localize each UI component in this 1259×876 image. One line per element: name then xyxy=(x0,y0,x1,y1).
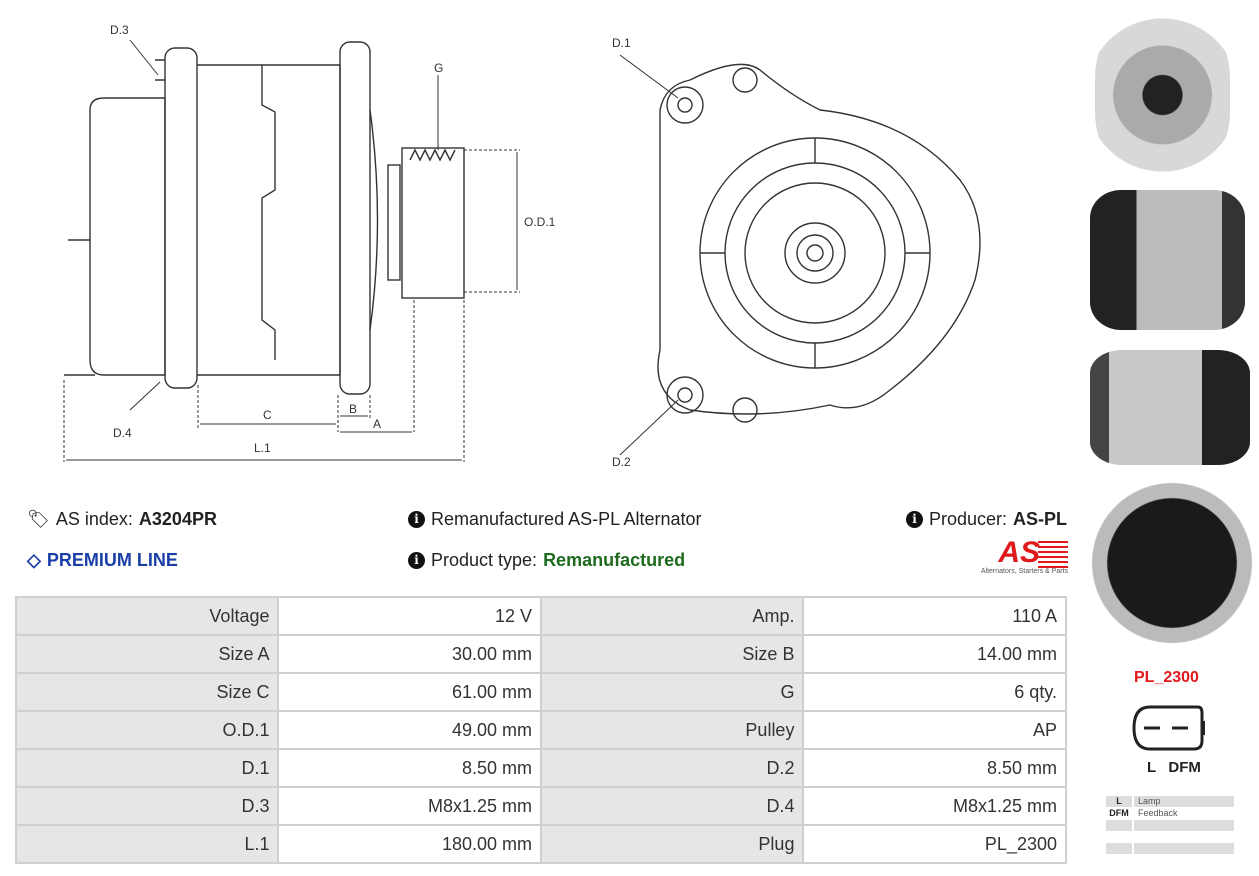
label-c: C xyxy=(263,408,272,422)
product-type: i Product type: Remanufactured xyxy=(408,550,685,571)
info-icon: i xyxy=(408,552,425,569)
front-view-drawing: D.1 D.2 xyxy=(612,36,981,469)
product-title: i Remanufactured AS-PL Alternator xyxy=(408,509,701,530)
pin-desc: Feedback xyxy=(1138,808,1178,818)
legend-row xyxy=(1106,820,1234,831)
pin-desc: Lamp xyxy=(1134,796,1234,807)
product-type-value: Remanufactured xyxy=(543,550,686,570)
spec-value: 49.00 mm xyxy=(279,712,540,748)
spec-label: Plug xyxy=(542,826,803,862)
label-d4: D.4 xyxy=(113,426,132,440)
spec-value: 8.50 mm xyxy=(804,750,1065,786)
label-l1: L.1 xyxy=(254,441,271,455)
spec-label: D.1 xyxy=(17,750,278,786)
info-icon: i xyxy=(408,511,425,528)
spec-value: M8x1.25 mm xyxy=(279,788,540,824)
legend-row: DFM Feedback xyxy=(1106,808,1234,819)
label-d2: D.2 xyxy=(612,455,631,469)
spec-label: Pulley xyxy=(542,712,803,748)
premium-label: PREMIUM LINE xyxy=(46,550,178,570)
legend-row xyxy=(1106,843,1234,854)
product-photo-side-2[interactable] xyxy=(1090,350,1250,465)
label-b: B xyxy=(349,402,357,416)
spec-label: L.1 xyxy=(17,826,278,862)
pin-code: DFM xyxy=(1109,808,1129,818)
spec-label: D.2 xyxy=(542,750,803,786)
producer: i Producer: AS-PL xyxy=(906,509,1067,530)
diamond-icon: ◇ xyxy=(27,550,41,570)
spec-label: D.3 xyxy=(17,788,278,824)
plug-pins: L DFM xyxy=(1147,759,1201,776)
spec-value: PL_2300 xyxy=(804,826,1065,862)
spec-value: AP xyxy=(804,712,1065,748)
spec-label: Size B xyxy=(542,636,803,672)
label-a: A xyxy=(373,417,381,431)
label-od1: O.D.1 xyxy=(524,215,556,229)
as-index-label: AS index: xyxy=(55,509,133,529)
spec-value: 6 qty. xyxy=(804,674,1065,710)
spec-label: Amp. xyxy=(542,598,803,634)
logo-tagline: Alternators, Starters & Parts xyxy=(980,568,1068,575)
producer-value: AS-PL xyxy=(1013,509,1068,529)
product-photo-side[interactable] xyxy=(1090,190,1245,330)
logo-text: AS xyxy=(966,538,1068,568)
as-index: 🏷 AS index: A3204PR xyxy=(27,509,217,530)
product-photo-rear[interactable] xyxy=(1092,478,1252,648)
label-d1: D.1 xyxy=(612,36,631,50)
spec-value: 30.00 mm xyxy=(279,636,540,672)
info-icon: i xyxy=(906,511,923,528)
premium-line: ◇ PREMIUM LINE xyxy=(27,550,178,571)
product-photo-front[interactable] xyxy=(1095,10,1230,180)
spec-label: O.D.1 xyxy=(17,712,278,748)
as-logo: AS Alternators, Starters & Parts xyxy=(966,538,1068,575)
spec-value: 61.00 mm xyxy=(279,674,540,710)
spec-label: D.4 xyxy=(542,788,803,824)
pin-code: L xyxy=(1106,796,1132,807)
side-view-drawing: D.3 G O.D.1 C B A L.1 D.4 xyxy=(63,23,556,462)
as-index-value: A3204PR xyxy=(138,509,217,529)
spec-label: Size A xyxy=(17,636,278,672)
label-g: G xyxy=(434,61,443,75)
spec-value: 180.00 mm xyxy=(279,826,540,862)
spec-value: 12 V xyxy=(279,598,540,634)
title-text: Remanufactured AS-PL Alternator xyxy=(431,509,702,529)
spec-label: Size C xyxy=(17,674,278,710)
label-d3: D.3 xyxy=(110,23,129,37)
plug-connector-icon xyxy=(1132,705,1205,751)
spec-value: M8x1.25 mm xyxy=(804,788,1065,824)
product-type-label: Product type: xyxy=(431,550,538,570)
tags-icon: 🏷 xyxy=(27,509,50,529)
spec-value: 110 A xyxy=(804,598,1065,634)
spec-label: Voltage xyxy=(17,598,278,634)
spec-value: 8.50 mm xyxy=(279,750,540,786)
spec-label: G xyxy=(542,674,803,710)
producer-label: Producer: xyxy=(929,509,1008,529)
plug-name: PL_2300 xyxy=(1134,669,1199,686)
spec-value: 14.00 mm xyxy=(804,636,1065,672)
